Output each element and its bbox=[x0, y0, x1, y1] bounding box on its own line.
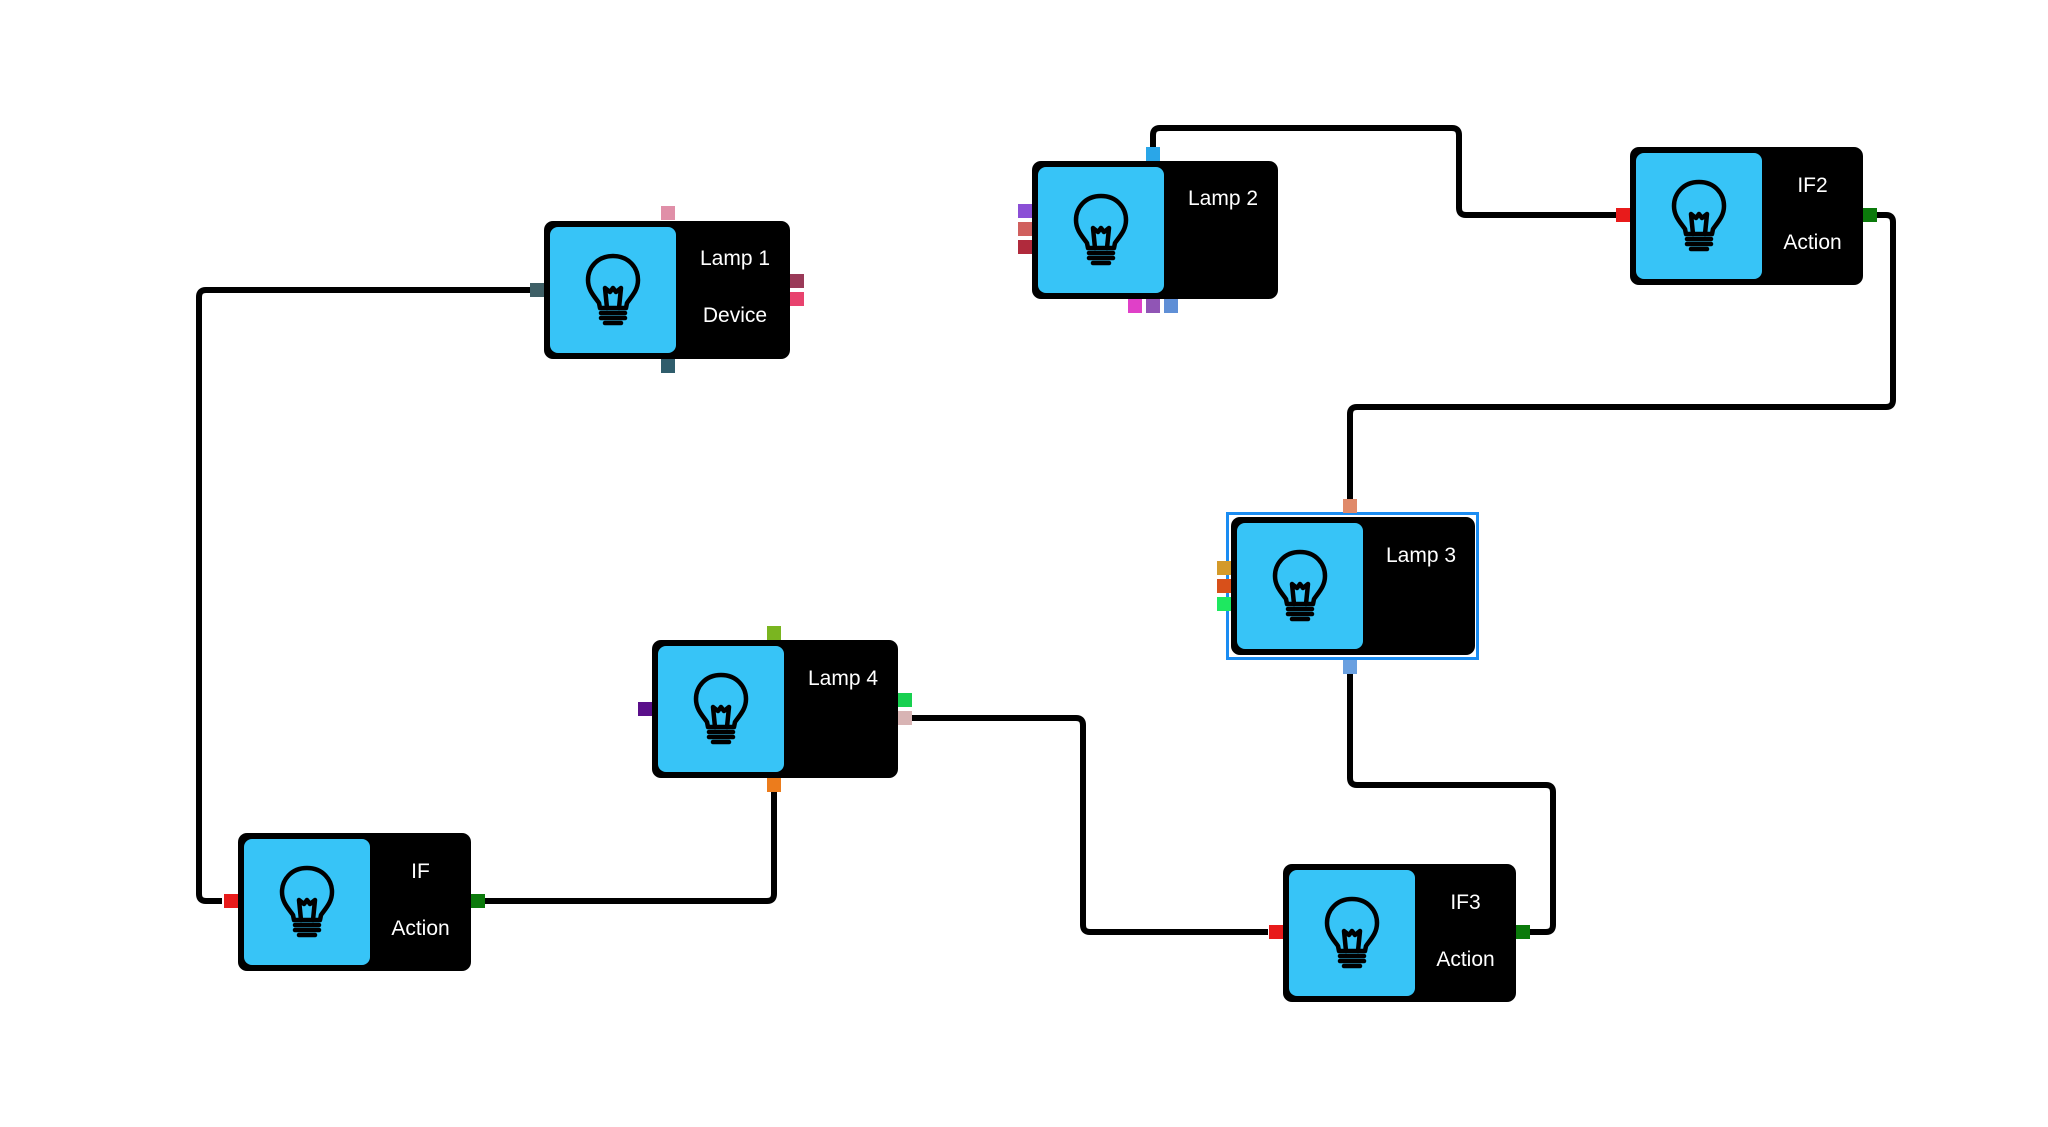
node-icon-tile bbox=[1289, 870, 1415, 996]
node-lamp-4[interactable]: Lamp 4 bbox=[652, 640, 898, 778]
light-bulb-icon bbox=[1322, 895, 1382, 971]
node-label: Lamp 4 bbox=[807, 667, 879, 690]
node-icon-tile bbox=[550, 227, 676, 353]
node-sublabel: Action bbox=[391, 917, 450, 940]
node-sublabel: Device bbox=[702, 304, 768, 327]
port-lamp2-in-left-2[interactable] bbox=[1018, 222, 1032, 236]
port-if2-out-right[interactable] bbox=[1863, 208, 1877, 222]
port-lamp4-in-bottom[interactable] bbox=[767, 778, 781, 792]
port-if2-in-left[interactable] bbox=[1616, 208, 1630, 222]
port-lamp2-out-top[interactable] bbox=[1146, 147, 1160, 161]
link-if1-to-lamp4[interactable] bbox=[482, 790, 777, 904]
node-lamp-1[interactable]: Lamp 1 Device bbox=[544, 221, 790, 359]
link-lamp3-to-if3[interactable] bbox=[1347, 668, 1556, 935]
node-label: IF2 bbox=[1797, 174, 1828, 197]
node-label: Lamp 2 bbox=[1187, 187, 1259, 210]
port-lamp3-out-bottom[interactable] bbox=[1343, 660, 1357, 674]
link-if2-to-lamp3[interactable] bbox=[1347, 212, 1896, 506]
port-lamp4-out-right-1[interactable] bbox=[898, 693, 912, 707]
node-label: IF3 bbox=[1450, 891, 1481, 914]
port-lamp1-out-right-1[interactable] bbox=[790, 274, 804, 288]
node-icon-tile bbox=[244, 839, 370, 965]
port-lamp1-out-right-2[interactable] bbox=[790, 292, 804, 306]
port-lamp2-out-bottom-3[interactable] bbox=[1164, 299, 1178, 313]
node-sublabel: Action bbox=[1436, 948, 1495, 971]
port-lamp3-in-left-3[interactable] bbox=[1217, 597, 1231, 611]
port-lamp1-in-top[interactable] bbox=[661, 206, 675, 220]
light-bulb-icon bbox=[691, 671, 751, 747]
port-if-out-right[interactable] bbox=[471, 894, 485, 908]
node-icon-tile bbox=[1237, 523, 1363, 649]
light-bulb-icon bbox=[1270, 548, 1330, 624]
port-lamp3-in-left-2[interactable] bbox=[1217, 579, 1231, 593]
node-label: Lamp 1 bbox=[699, 247, 771, 270]
port-lamp2-in-left-1[interactable] bbox=[1018, 204, 1032, 218]
node-label: Lamp 3 bbox=[1385, 544, 1457, 567]
port-if-in-left[interactable] bbox=[224, 894, 238, 908]
port-if3-out-right[interactable] bbox=[1516, 925, 1530, 939]
node-sublabel: Action bbox=[1783, 231, 1842, 254]
light-bulb-icon bbox=[1071, 192, 1131, 268]
light-bulb-icon bbox=[1669, 178, 1729, 254]
node-if-action[interactable]: IF Action bbox=[238, 833, 471, 971]
link-lamp2-to-if2[interactable] bbox=[1150, 125, 1616, 218]
port-lamp4-in-top[interactable] bbox=[767, 626, 781, 640]
port-lamp4-in-left[interactable] bbox=[638, 702, 652, 716]
light-bulb-icon bbox=[277, 864, 337, 940]
node-if2-action[interactable]: IF2 Action bbox=[1630, 147, 1863, 285]
node-label: IF bbox=[411, 860, 430, 883]
node-if3-action[interactable]: IF3 Action bbox=[1283, 864, 1516, 1002]
port-lamp3-in-left-1[interactable] bbox=[1217, 561, 1231, 575]
port-lamp1-out-left[interactable] bbox=[530, 283, 544, 297]
node-icon-tile bbox=[1636, 153, 1762, 279]
port-lamp1-out-bottom[interactable] bbox=[661, 359, 675, 373]
node-icon-tile bbox=[1038, 167, 1164, 293]
light-bulb-icon bbox=[583, 252, 643, 328]
port-lamp2-out-bottom-1[interactable] bbox=[1128, 299, 1142, 313]
link-lamp1-to-if1[interactable] bbox=[196, 287, 530, 904]
port-lamp4-out-right-2[interactable] bbox=[898, 711, 912, 725]
port-lamp3-in-top[interactable] bbox=[1343, 499, 1357, 513]
port-lamp2-in-left-3[interactable] bbox=[1018, 240, 1032, 254]
node-lamp-2[interactable]: Lamp 2 bbox=[1032, 161, 1278, 299]
port-if3-in-left[interactable] bbox=[1269, 925, 1283, 939]
port-lamp2-out-bottom-2[interactable] bbox=[1146, 299, 1160, 313]
node-icon-tile bbox=[658, 646, 784, 772]
link-lamp4-to-if3[interactable] bbox=[912, 715, 1268, 935]
node-lamp-3[interactable]: Lamp 3 bbox=[1231, 517, 1475, 655]
